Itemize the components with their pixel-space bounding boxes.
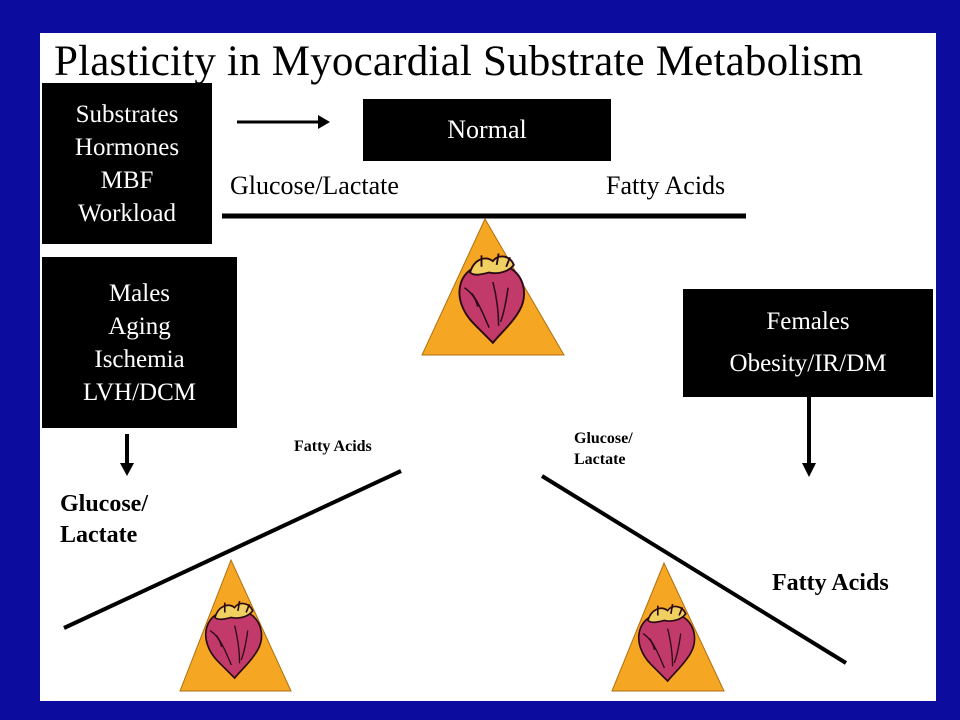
males-item-lvh-dcm: LVH/DCM <box>83 378 196 406</box>
males-item-aging: Aging <box>108 312 171 340</box>
slide-title: Plasticity in Myocardial Substrate Metab… <box>54 38 864 85</box>
normal-box: Normal <box>363 99 611 161</box>
left-scale-glucose-line: Glucose/ <box>60 491 148 517</box>
males-item-males: Males <box>108 279 171 307</box>
factor-workload: Workload <box>78 199 176 227</box>
factor-hormones: Hormones <box>74 133 180 161</box>
left-balance-beam <box>63 469 402 630</box>
left-scale-lactate-line: Lactate <box>60 522 138 549</box>
factors-box: Substrates Hormones MBF Workload <box>42 83 212 244</box>
right-scale-lactate-line: Lactate <box>574 450 626 468</box>
normal-glucose-lactate-label: Glucose/Lactate <box>230 171 399 200</box>
factor-mbf: MBF <box>100 166 154 194</box>
normal-fulcrum <box>421 217 565 356</box>
males-box: Males Aging Ischemia LVH/DCM <box>42 257 237 428</box>
right-fulcrum <box>611 561 725 692</box>
normal-fatty-acids-label: Fatty Acids <box>606 171 726 200</box>
left-scale-fatty-acids-label: Fatty Acids <box>294 438 372 455</box>
females-box: Females Obesity/IR/DM <box>683 289 933 397</box>
diagram-graphics <box>63 115 848 692</box>
right-scale-glucose-line: Glucose/ <box>574 430 633 447</box>
left-fulcrum <box>179 558 292 692</box>
normal-label: Normal <box>447 114 527 144</box>
right-scale-fatty-acids-label: Fatty Acids <box>772 570 889 596</box>
right-scale-glucose-lactate-label: Glucose/ Lactate <box>574 429 633 471</box>
slide: Plasticity in Myocardial Substrate Metab… <box>40 33 936 701</box>
females-item-females: Females <box>766 307 850 335</box>
factor-substrates: Substrates <box>75 100 179 128</box>
males-item-ischemia: Ischemia <box>94 345 185 373</box>
arrow-females-down <box>802 397 816 477</box>
left-scale-glucose-lactate-label: Glucose/ Lactate <box>60 489 148 551</box>
arrow-factors-to-normal <box>237 115 330 129</box>
arrow-males-down <box>120 434 134 476</box>
right-balance-beam <box>540 474 848 665</box>
females-item-obesity: Obesity/IR/DM <box>729 350 887 377</box>
